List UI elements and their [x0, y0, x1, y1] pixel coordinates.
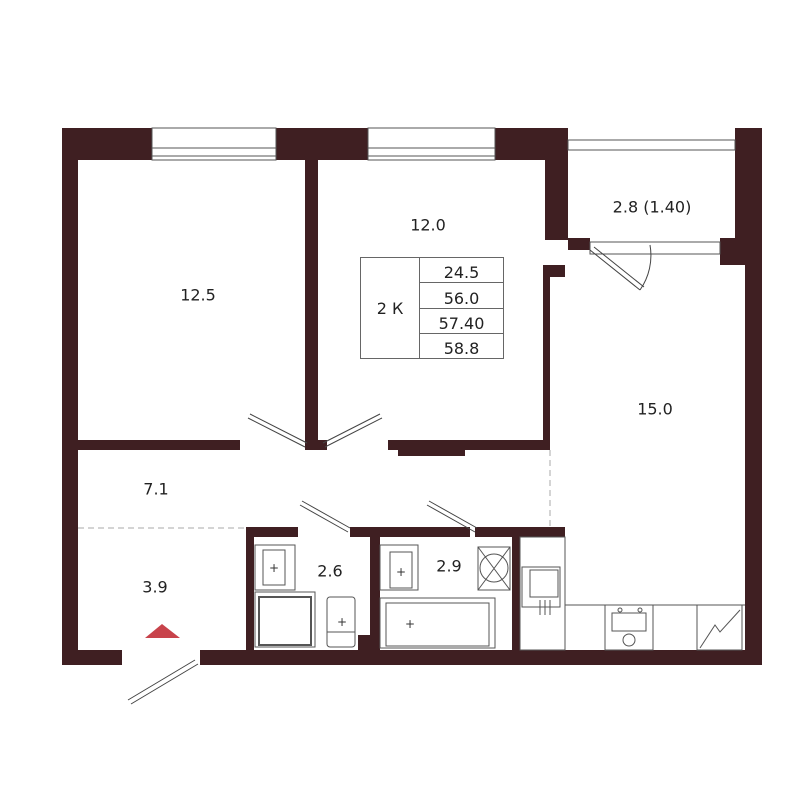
rooms-count-label: 2 К: [361, 258, 420, 358]
kitchen-counter: [519, 536, 566, 651]
room-area-bedroom-left: 12.5: [180, 285, 216, 305]
room-area-hallway: 7.1: [143, 479, 169, 499]
fixture-marks: + + + +: [269, 561, 415, 631]
svg-text:+: +: [269, 561, 279, 575]
entrance-marker-icon: [145, 624, 180, 638]
sink-icon: [521, 566, 561, 608]
doors: [127, 244, 652, 705]
summary-value: 58.8: [443, 339, 480, 358]
stove-icon: [604, 604, 654, 651]
zone-dividers: [78, 450, 551, 529]
washing-machine-icon: [477, 546, 511, 591]
toilet-icon: [326, 596, 356, 648]
svg-text:+: +: [405, 617, 415, 631]
summary-value: 56.0: [420, 283, 503, 309]
room-area-balcony: 2.8 (1.40): [612, 197, 692, 217]
svg-text:+: +: [337, 615, 347, 629]
room-area-bedroom-middle: 12.0: [410, 215, 446, 235]
svg-text:+: +: [396, 565, 406, 579]
fixtures: [254, 536, 745, 651]
room-area-kitchen-living: 15.0: [637, 399, 673, 419]
washbasin-icon: [254, 544, 296, 591]
fridge-icon: [696, 604, 743, 651]
shower-icon: [254, 591, 316, 648]
bathtub-icon: [379, 597, 496, 649]
summary-table: 2 К 24.5 56.0 57.40 58.8: [360, 257, 504, 359]
washbasin-icon: [379, 544, 419, 591]
room-area-bathroom-tub: 2.9: [436, 556, 462, 576]
summary-value: 57.40: [420, 309, 503, 334]
walls: [62, 128, 762, 665]
summary-value: 24.5: [420, 258, 503, 284]
room-area-bathroom-shower: 2.6: [317, 561, 343, 581]
room-area-entry: 3.9: [142, 577, 168, 597]
windows: [151, 127, 736, 255]
